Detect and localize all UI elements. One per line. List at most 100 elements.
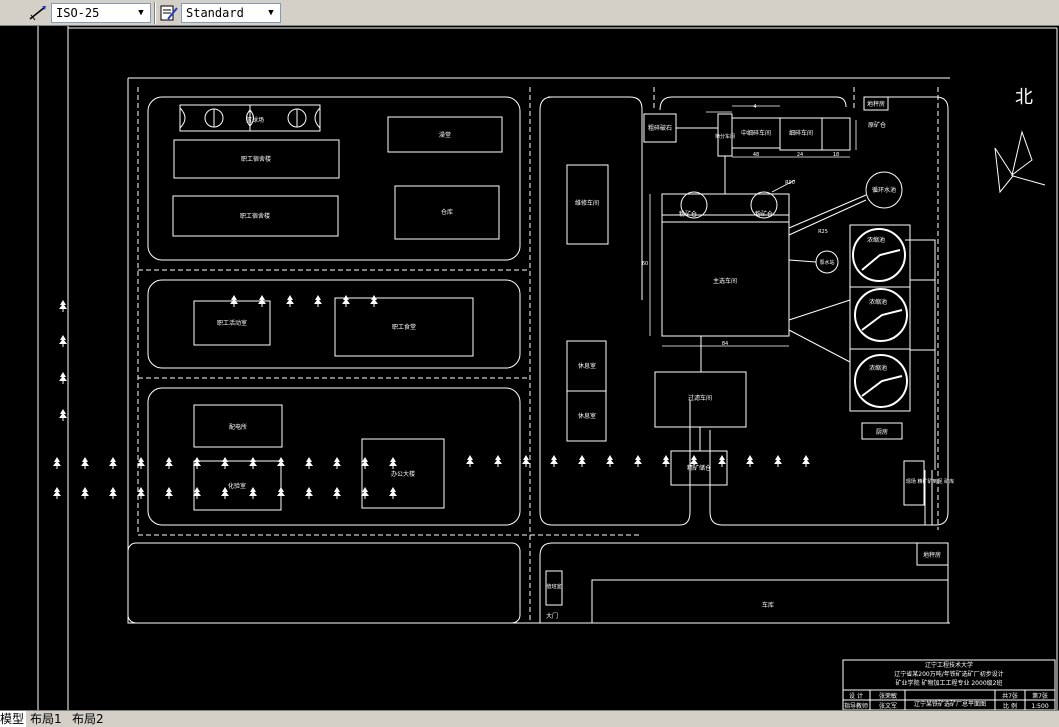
layout-tabs: 模型 布局1 布局2 <box>0 710 1059 727</box>
title-block <box>842 659 1056 710</box>
water-pool-label: 循环水池 <box>872 186 896 194</box>
residential-block <box>147 96 521 261</box>
tab-layout2[interactable]: 布局2 <box>72 712 104 726</box>
thickener2-label: 浓缩池 <box>869 298 887 306</box>
text-style-value: Standard <box>186 6 244 20</box>
dim-label: R90 <box>785 180 795 186</box>
tree-icon <box>314 295 322 307</box>
thickener3-label: 浓缩池 <box>869 364 887 372</box>
repair-building <box>566 164 609 245</box>
road-edge <box>539 110 691 526</box>
dimension-style-value: ISO-25 <box>56 6 100 20</box>
pipe <box>788 194 867 236</box>
tree-icon <box>333 457 341 469</box>
tree-icon <box>249 487 257 499</box>
service-block <box>147 279 521 369</box>
tree-icon <box>81 487 89 499</box>
dim-label: 60 <box>642 261 648 267</box>
styles-toolbar: ISO-25 ▼ Standard ▼ <box>0 0 1059 26</box>
station-top-building <box>863 96 889 111</box>
tree-icon <box>277 457 285 469</box>
tree-icon <box>494 455 502 467</box>
office-building <box>361 438 445 509</box>
main-crush-label: 中细碎车间 <box>741 129 771 137</box>
tree-icon <box>305 457 313 469</box>
warehouse-label: 仓库 <box>441 208 453 216</box>
dim-label: 48 <box>753 152 759 158</box>
tree-icon <box>466 455 474 467</box>
sports-field-label: 篮球场 <box>246 116 264 124</box>
lab-building <box>193 460 282 511</box>
concentrate-store-building <box>670 450 728 486</box>
dim-label: 4 <box>753 104 756 110</box>
green-belt-block <box>127 542 521 624</box>
station-bottom-building <box>916 542 949 566</box>
tree-icon <box>81 457 89 469</box>
tree-icon <box>305 487 313 499</box>
chevron-down-icon[interactable]: ▼ <box>268 8 274 18</box>
garage-building <box>591 579 949 624</box>
station-top-label: 地秤房 <box>867 100 885 108</box>
dimension-style-select[interactable]: ISO-25 ▼ <box>51 3 151 23</box>
bin-circle <box>680 191 708 219</box>
tab-layout1[interactable]: 布局1 <box>30 712 62 726</box>
text-style-select[interactable]: Standard ▼ <box>181 3 281 23</box>
tree-icon <box>370 295 378 307</box>
road-dashed <box>653 87 855 110</box>
south-block <box>539 542 949 623</box>
dorm-building-2 <box>172 195 339 237</box>
tree-icon <box>522 455 530 467</box>
screen-label: 筛分车间 <box>715 133 735 140</box>
rest1-label: 休息室 <box>578 362 596 370</box>
bathhouse-label: 澡堂 <box>439 131 451 139</box>
canteen-building <box>334 297 474 357</box>
tree-icon <box>286 295 294 307</box>
dim-label: 84 <box>722 341 728 347</box>
tree-icon <box>774 455 782 467</box>
designer-label: 设 计 <box>849 692 863 700</box>
north-label: 北 <box>1015 87 1033 108</box>
thickener1-label: 浓缩池 <box>867 236 885 244</box>
pipe <box>905 239 936 525</box>
fine-crush-label: 细碎车间 <box>789 129 813 137</box>
activity-label: 职工活动室 <box>217 319 247 327</box>
dimension-style-icon[interactable] <box>28 3 48 23</box>
tree-icon <box>606 455 614 467</box>
bin-right-label: 粉矿仓 <box>755 210 773 218</box>
gate-label: 大门 <box>546 612 558 620</box>
text-style-icon[interactable] <box>159 3 179 23</box>
pipe <box>788 259 851 363</box>
tree-icon <box>662 455 670 467</box>
road-edge <box>659 96 847 111</box>
bin-circle <box>750 191 778 219</box>
lab-label: 化验室 <box>228 482 246 490</box>
tree-icon <box>165 457 173 469</box>
tree-icon <box>249 457 257 469</box>
tree-icon <box>165 487 173 499</box>
drawing-canvas[interactable]: 北 篮球场 职工宿舍楼 职工宿舍楼 澡堂 仓库 职工活动室 职工食堂 配电所 化… <box>0 26 1059 710</box>
tree-icon <box>389 487 397 499</box>
tree-icon <box>634 455 642 467</box>
garage-label: 车库 <box>762 601 774 609</box>
tree-icon <box>221 457 229 469</box>
bin-left-label: 粉矿仓 <box>679 210 697 218</box>
north-arrow-icon <box>994 130 1046 194</box>
canteen-label: 职工食堂 <box>392 323 416 331</box>
checker-label: 指导教师 <box>844 702 868 710</box>
guard-building <box>545 570 563 606</box>
office-block <box>147 387 521 526</box>
tree-icon <box>277 487 285 499</box>
medium-crush-building <box>821 117 851 151</box>
concentrate-store-label: 精矿储仓 <box>687 464 711 472</box>
dorm2-label: 职工宿舍楼 <box>240 212 270 220</box>
tab-model[interactable]: 模型 <box>0 711 26 727</box>
title-line3: 矿业学院 矿物加工工程专业 2000级2班 <box>896 679 1003 687</box>
checker-name: 张文军 <box>879 702 897 710</box>
kitchen-building <box>861 422 903 440</box>
main-plant-label: 主选车间 <box>713 277 737 285</box>
tree-icon <box>59 335 67 347</box>
bathhouse-building <box>387 116 503 153</box>
chevron-down-icon[interactable]: ▼ <box>138 8 144 18</box>
tree-icon <box>550 455 558 467</box>
tree-icon <box>59 409 67 421</box>
